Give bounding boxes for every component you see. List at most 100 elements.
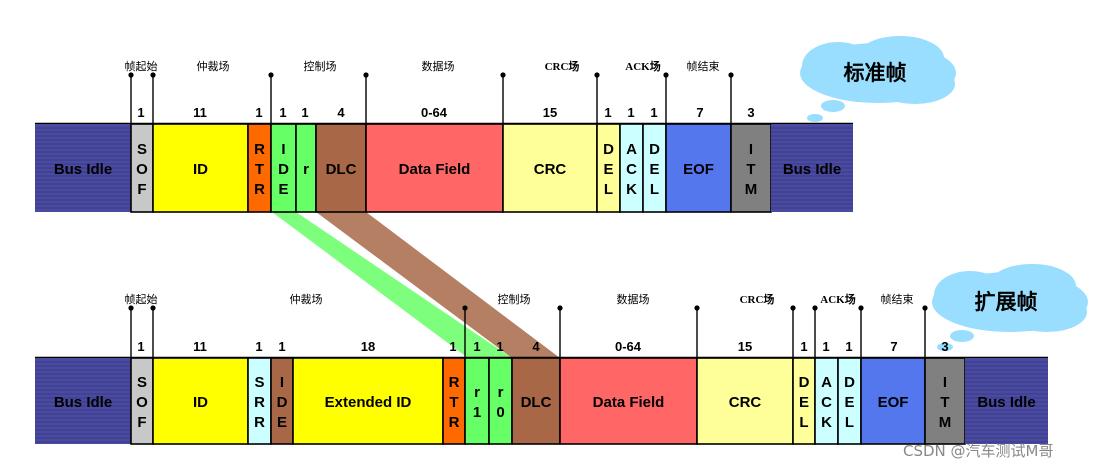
extended-field-crc: CRC [696,357,794,445]
extended-bit-count: 15 [738,339,752,354]
extended-bit-count: 11 [193,339,207,354]
extended-leader-dot [790,305,796,311]
standard-bit-count: 7 [696,105,703,120]
extended-field-text: E [844,394,854,411]
extended-field-eof: EOF [860,357,926,445]
standard-field-text: Bus Idle [54,161,112,178]
extended-bit-count: 1 [822,339,829,354]
standard-field-dlc: DLC [315,123,367,213]
standard-field-text: O [136,161,148,178]
standard-field-del: DEL [642,123,667,213]
standard-field-text: r [303,161,309,178]
standard-bit-count: 1 [279,105,286,120]
extended-leader-dot [150,305,156,311]
extended-field-ide: IDE [270,357,294,445]
extended-field-text: D [844,374,855,391]
standard-field-text: D [649,141,660,158]
standard-field-text: E [649,161,659,178]
extended-field-text: K [821,414,832,431]
standard-bit-count: 4 [337,105,345,120]
extended-field-rtr: RTR [442,357,466,445]
standard-field-text: L [604,181,613,198]
extended-bit-count: 1 [800,339,807,354]
standard-leader-dot [150,72,156,78]
standard-field-text: E [603,161,613,178]
standard-field-text: DLC [326,161,357,178]
extended-field-text: T [940,394,949,411]
standard-field-text: K [626,181,637,198]
standard-bit-count: 3 [747,105,754,120]
extended-field-label: ACK场 [820,292,855,306]
standard-leader-dot [128,72,134,78]
standard-frame-label: 标准帧 [844,61,907,85]
standard-field-bus-idle: Bus Idle [771,124,853,212]
extended-field-text: O [136,394,148,411]
standard-frame-cloud: 标准帧 [800,36,956,122]
extended-field-label: 仲裁场 [290,292,323,306]
extended-leader-lines [128,305,928,358]
extended-field-id: ID [152,357,249,445]
standard-field-text: Bus Idle [783,161,841,178]
extended-field-dlc: DLC [511,357,561,445]
extended-field-text: CRC [729,394,762,411]
extended-field-ack: ACK [814,357,839,445]
extended-field-del: DEL [792,357,816,445]
extended-leader-dot [812,305,818,311]
extended-field-text: R [449,374,460,391]
extended-field-text: 1 [473,404,481,421]
extended-leader-dot [557,305,563,311]
extended-field-itm: ITM [924,357,966,445]
extended-bit-count: 7 [890,339,897,354]
extended-field-text: R [449,414,460,431]
standard-field-label: 数据场 [422,59,455,73]
extended-field-bus-idle: Bus Idle [965,358,1048,444]
standard-bit-count: 1 [604,105,611,120]
standard-field-eof: EOF [665,123,732,213]
standard-field-text: E [278,181,288,198]
standard-field-text: T [746,161,755,178]
extended-frame-label: 扩展帧 [975,290,1038,314]
standard-field-text: D [278,161,289,178]
standard-field-sof: SOF [130,123,154,213]
standard-field-ack: ACK [619,123,644,213]
extended-leader-dot [694,305,700,311]
standard-bit-count: 0-64 [421,105,448,120]
standard-leader-dot [728,72,734,78]
standard-field-data-field: Data Field [365,123,504,213]
extended-field-text: E [799,394,809,411]
standard-field-label: ACK场 [625,59,660,73]
extended-field-text: I [943,374,947,391]
extended-field-text: D [799,374,810,391]
extended-leader-dot [858,305,864,311]
extended-bit-count: 3 [941,339,948,354]
extended-field-text: R [254,414,265,431]
extended-field-text: E [277,414,287,431]
extended-bit-count: 1 [137,339,144,354]
extended-field-text: r [498,384,504,401]
standard-field-text: ID [193,161,208,178]
extended-field-text: D [277,394,288,411]
extended-leader-dot [462,305,468,311]
extended-field-text: S [137,374,147,391]
standard-field-text: T [255,161,264,178]
standard-bit-count: 1 [301,105,308,120]
extended-bit-count: 1 [278,339,285,354]
standard-field-r: r [295,123,317,213]
extended-field-sof: SOF [130,357,154,445]
standard-field-text: S [137,141,147,158]
extended-bit-count: 0-64 [615,339,642,354]
extended-field-text: R [254,394,265,411]
extended-field-text: DLC [521,394,552,411]
standard-field-text: Data Field [399,161,471,178]
dlc-mapping-band [316,212,560,358]
extended-field-data-field: Data Field [559,357,698,445]
extended-field-label: CRC场 [740,292,775,306]
extended-field-text: M [939,414,952,431]
standard-field-text: A [626,141,637,158]
